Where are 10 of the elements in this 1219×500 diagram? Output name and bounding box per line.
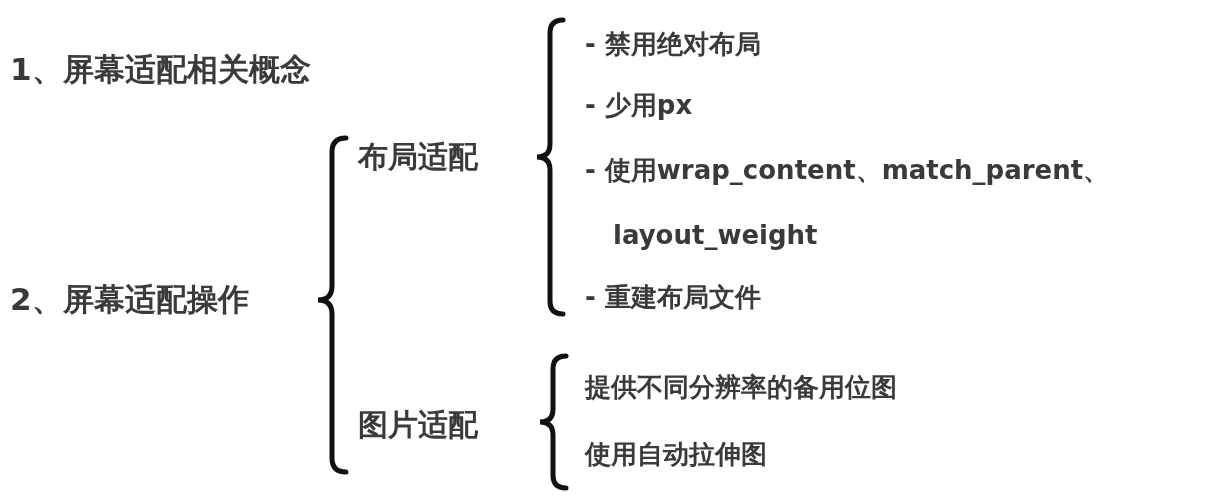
list-item: 提供不同分辨率的备用位图: [585, 372, 897, 404]
list-item: - 重建布局文件: [585, 282, 761, 314]
list-item: 使用自动拉伸图: [585, 439, 767, 471]
list-item: - 少用px: [585, 90, 693, 122]
list-item: - 禁用绝对布局: [585, 29, 761, 61]
topic-heading: 1、屏幕适配相关概念: [10, 51, 311, 89]
branch-heading: 图片适配: [358, 407, 478, 443]
branch-heading: 布局适配: [358, 139, 478, 175]
topic-heading: 2、屏幕适配操作: [10, 281, 249, 319]
list-item: - 使用wrap_content、match_parent、layout_weight: [585, 154, 1111, 252]
